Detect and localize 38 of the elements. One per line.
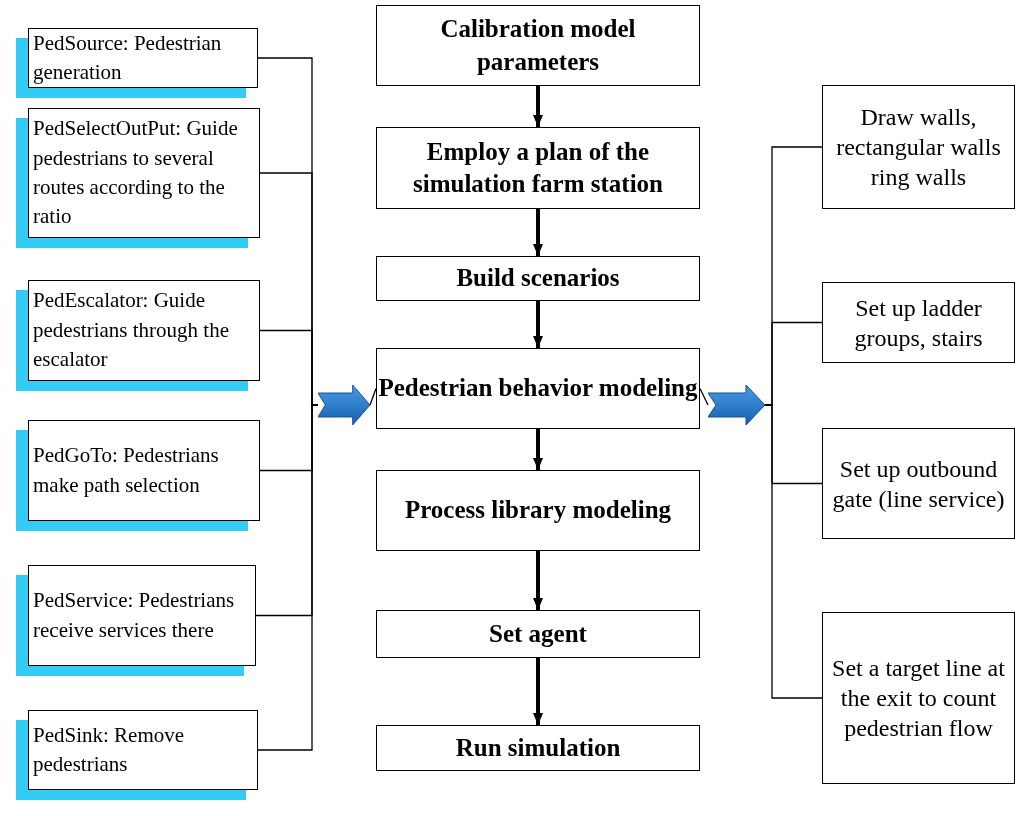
box-label: Draw walls, rectangular walls ring walls	[835, 103, 1002, 192]
block-arrow	[708, 385, 765, 425]
arrow	[533, 209, 543, 256]
connector-line	[699, 387, 709, 406]
box-label: Build scenarios	[456, 263, 620, 294]
arrow	[533, 86, 543, 127]
box-label: Set up outbound gate (line service)	[831, 454, 1006, 514]
box-label: PedGoTo: Pedestrians make path selection	[33, 442, 220, 499]
process-box	[822, 282, 1015, 363]
box-label: Pedestrian behavior modeling	[378, 373, 698, 404]
arrow	[533, 658, 543, 725]
box-label: Set a target line at the exit to count pedestrian flow	[831, 654, 1006, 743]
connector-line	[369, 387, 377, 406]
arrow	[533, 551, 543, 610]
arrow	[533, 301, 543, 348]
arrow	[533, 429, 543, 470]
process-box	[376, 5, 700, 86]
box-label: PedService: Pedestrians receive services there	[33, 587, 236, 644]
process-box	[822, 428, 1015, 539]
process-box	[376, 127, 700, 209]
box-label: Run simulation	[455, 732, 621, 763]
process-box	[376, 348, 700, 429]
box-label: Calibration model parameters	[439, 14, 637, 77]
box-label: Employ a plan of the simulation farm station	[412, 136, 664, 199]
block-arrow	[318, 385, 370, 425]
process-box	[822, 612, 1015, 784]
process-box	[376, 725, 700, 771]
process-box	[376, 256, 700, 301]
box-label: PedSelectOutPut: Guide pedestrians to several routes according to the ratio	[33, 115, 239, 231]
process-box	[376, 610, 700, 658]
box-label: PedSource: Pedestrian generation	[33, 29, 223, 86]
process-box	[376, 470, 700, 551]
box-label: PedEscalator: Guide pedestrians through the escalator	[33, 287, 230, 374]
box-label: PedSink: Remove pedestrians	[33, 721, 186, 778]
process-box	[822, 85, 1015, 209]
box-label: Process library modeling	[404, 495, 672, 526]
box-label: Set up ladder groups, stairs	[853, 293, 984, 353]
box-label: Set agent	[489, 618, 587, 649]
